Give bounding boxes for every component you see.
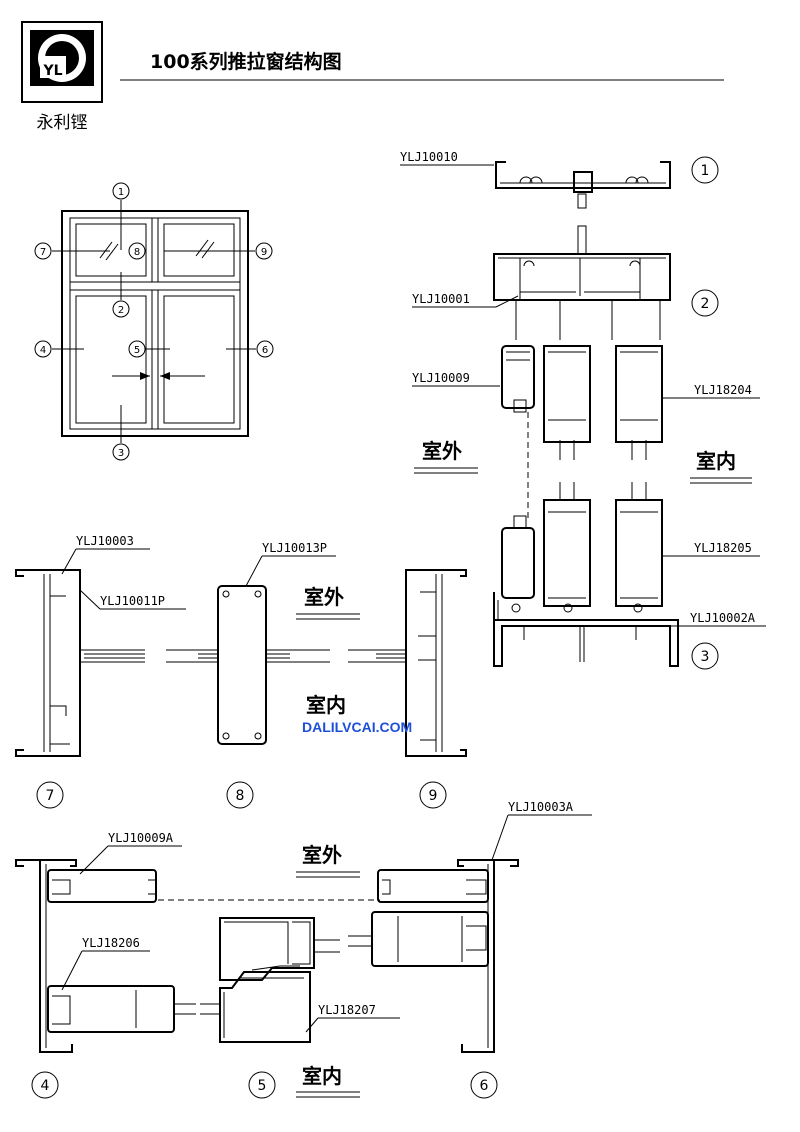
section-interlock-5 [200, 917, 340, 1043]
svg-text:3: 3 [701, 649, 710, 665]
svg-text:3: 3 [118, 448, 124, 459]
svg-text:2: 2 [118, 305, 124, 316]
elevation-marker-8: 8 [128, 242, 146, 260]
elevation-marker-3: 3 [112, 443, 130, 461]
label-ylj10002a: YLJ10002A [664, 611, 766, 627]
svg-text:YLJ10013P: YLJ10013P [262, 541, 327, 555]
svg-text:YLJ10002A: YLJ10002A [690, 611, 756, 625]
watermark: DALILVCAI.COM [302, 719, 412, 735]
section-number-2: 2 [691, 289, 719, 317]
section-sash-inner-upper [543, 345, 663, 460]
svg-text:YLJ18204: YLJ18204 [694, 383, 752, 397]
section-mullion-8 [166, 585, 330, 745]
label-ylj10003: YLJ10003 [61, 534, 150, 575]
elevation-marker-9: 9 [255, 242, 273, 260]
zone-outside-bottom: 室外 [302, 843, 342, 867]
label-ylj10009: YLJ10009 [412, 371, 500, 387]
svg-text:9: 9 [429, 788, 438, 804]
section-sash-outer-lower [501, 515, 535, 613]
section-number-3: 3 [691, 642, 719, 670]
label-ylj10003a: YLJ10003A [491, 800, 592, 861]
svg-text:6: 6 [480, 1078, 489, 1094]
svg-text:8: 8 [236, 788, 245, 804]
window-elevation [52, 200, 256, 443]
section-left-frame-7 [15, 569, 145, 757]
brand-name: 永利铿 [37, 113, 88, 133]
brand-logo: YL [21, 21, 103, 103]
svg-text:YLJ18205: YLJ18205 [694, 541, 752, 555]
label-ylj10011p: YLJ10011P [79, 589, 186, 610]
logo-letters: YL [42, 63, 62, 79]
label-ylj18205: YLJ18205 [662, 541, 760, 557]
svg-text:2: 2 [701, 296, 710, 312]
section-number-4: 4 [31, 1071, 59, 1099]
section-top-frame [495, 161, 671, 209]
section-right-frame-9 [348, 569, 467, 757]
section-number-8: 8 [226, 781, 254, 809]
svg-text:YLJ10003A: YLJ10003A [508, 800, 574, 814]
elevation-marker-2: 2 [112, 300, 130, 318]
section-sash-inner-lower [543, 482, 663, 613]
zone-inside-right: 室内 [696, 449, 736, 473]
elevation-marker-6: 6 [256, 340, 274, 358]
svg-text:YLJ10010: YLJ10010 [400, 150, 458, 164]
svg-text:6: 6 [262, 345, 268, 356]
section-number-7: 7 [36, 781, 64, 809]
svg-text:1: 1 [118, 187, 124, 198]
svg-text:9: 9 [261, 247, 267, 258]
elevation-marker-7: 7 [34, 242, 52, 260]
svg-text:4: 4 [40, 345, 46, 356]
label-ylj10010: YLJ10010 [400, 150, 494, 166]
svg-text:YLJ10003: YLJ10003 [76, 534, 134, 548]
svg-text:5: 5 [134, 345, 140, 356]
svg-text:8: 8 [134, 247, 140, 258]
section-right-frame-6 [348, 859, 519, 1053]
svg-text:YLJ18206: YLJ18206 [82, 936, 140, 950]
label-ylj10001: YLJ10001 [412, 292, 519, 308]
zone-outside-middle: 室外 [304, 585, 344, 609]
svg-text:5: 5 [258, 1078, 267, 1094]
zone-outside-right: 室外 [422, 439, 462, 463]
elevation-marker-5: 5 [128, 340, 146, 358]
section-head-frame [493, 225, 671, 340]
section-number-1: 1 [691, 156, 719, 184]
label-ylj18206: YLJ18206 [61, 936, 150, 991]
label-ylj18204: YLJ18204 [662, 383, 760, 399]
label-ylj10009a: YLJ10009A [79, 831, 182, 875]
zone-inside-bottom: 室内 [302, 1064, 342, 1088]
svg-text:YLJ10011P: YLJ10011P [100, 594, 165, 608]
label-ylj18207: YLJ18207 [305, 1003, 400, 1033]
label-ylj10013p: YLJ10013P [245, 541, 336, 587]
section-sash-outer-upper [501, 345, 535, 413]
svg-text:YLJ18207: YLJ18207 [318, 1003, 376, 1017]
section-left-frame-4 [15, 859, 196, 1053]
page-title: 100系列推拉窗结构图 [150, 50, 342, 73]
svg-text:7: 7 [40, 247, 46, 258]
section-sill-frame [493, 592, 679, 667]
zone-inside-middle: 室内 [306, 693, 346, 717]
elevation-marker-1: 1 [112, 182, 130, 200]
svg-text:YLJ10009: YLJ10009 [412, 371, 470, 385]
svg-text:YLJ10001: YLJ10001 [412, 292, 470, 306]
section-number-5: 5 [248, 1071, 276, 1099]
svg-text:7: 7 [46, 788, 55, 804]
svg-text:YLJ10009A: YLJ10009A [108, 831, 174, 845]
section-number-9: 9 [419, 781, 447, 809]
svg-text:1: 1 [701, 163, 710, 179]
elevation-marker-4: 4 [34, 340, 52, 358]
section-number-6: 6 [470, 1071, 498, 1099]
svg-text:4: 4 [41, 1078, 50, 1094]
